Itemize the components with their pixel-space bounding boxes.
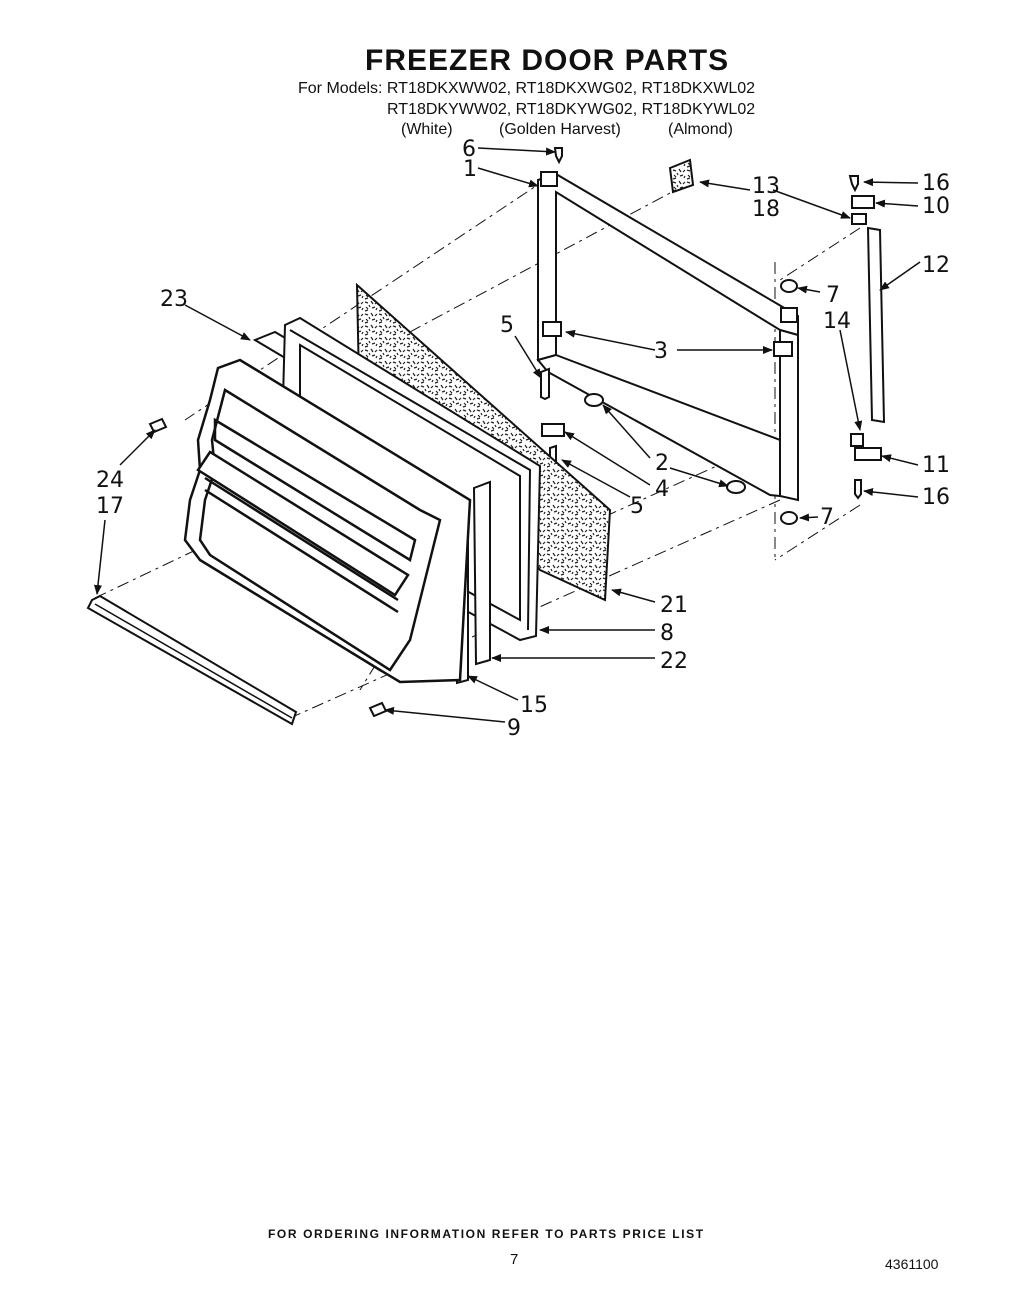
ordering-info-footer: FOR ORDERING INFORMATION REFER TO PARTS … <box>268 1227 705 1241</box>
models-line-2: RT18DKYWW02, RT18DKYWG02, RT18DKYWL02 <box>387 101 756 118</box>
callout-7-upper: 7 <box>826 283 840 308</box>
callout-8: 8 <box>660 621 674 646</box>
callout-17: 17 <box>96 494 124 519</box>
page-title: FREEZER DOOR PARTS <box>365 44 730 77</box>
callout-7-lower: 7 <box>820 505 834 530</box>
callout-18: 18 <box>752 197 780 222</box>
leader-lines <box>93 147 921 723</box>
callout-6: 6 <box>462 137 476 162</box>
callout-9: 9 <box>507 716 521 741</box>
callout-4: 4 <box>655 477 669 502</box>
callout-2: 2 <box>655 451 669 476</box>
callout-3: 3 <box>654 339 668 364</box>
callout-11: 11 <box>922 453 950 478</box>
color-golden-harvest: (Golden Harvest) <box>499 121 621 138</box>
color-white: (White) <box>401 121 453 138</box>
callout-21: 21 <box>660 593 688 618</box>
callout-5-lower: 5 <box>630 494 644 519</box>
callout-labels: 1 2 3 4 5 5 6 7 7 8 9 10 11 12 13 14 15 … <box>96 137 950 741</box>
callout-12: 12 <box>922 253 950 278</box>
callout-13: 13 <box>752 174 780 199</box>
callout-24: 24 <box>96 468 124 493</box>
pad-part-18 <box>668 158 695 194</box>
page-number: 7 <box>510 1251 519 1268</box>
gasket-strip-part-22 <box>472 480 491 666</box>
door-shell <box>183 358 472 684</box>
callout-23: 23 <box>160 287 188 312</box>
callout-15: 15 <box>520 693 548 718</box>
callout-1: 1 <box>463 157 477 182</box>
callout-5-upper: 5 <box>500 313 514 338</box>
door-frame-part <box>536 171 799 502</box>
models-line-1: For Models: RT18DKXWW02, RT18DKXWG02, RT… <box>298 80 756 97</box>
callout-14: 14 <box>823 309 851 334</box>
document-number: 4361100 <box>885 1256 939 1272</box>
callout-22: 22 <box>660 649 688 674</box>
callout-16-lower: 16 <box>922 485 950 510</box>
hardware-parts <box>148 147 886 718</box>
callout-10: 10 <box>922 194 950 219</box>
color-almond: (Almond) <box>668 121 733 138</box>
callout-16-upper: 16 <box>922 171 950 196</box>
